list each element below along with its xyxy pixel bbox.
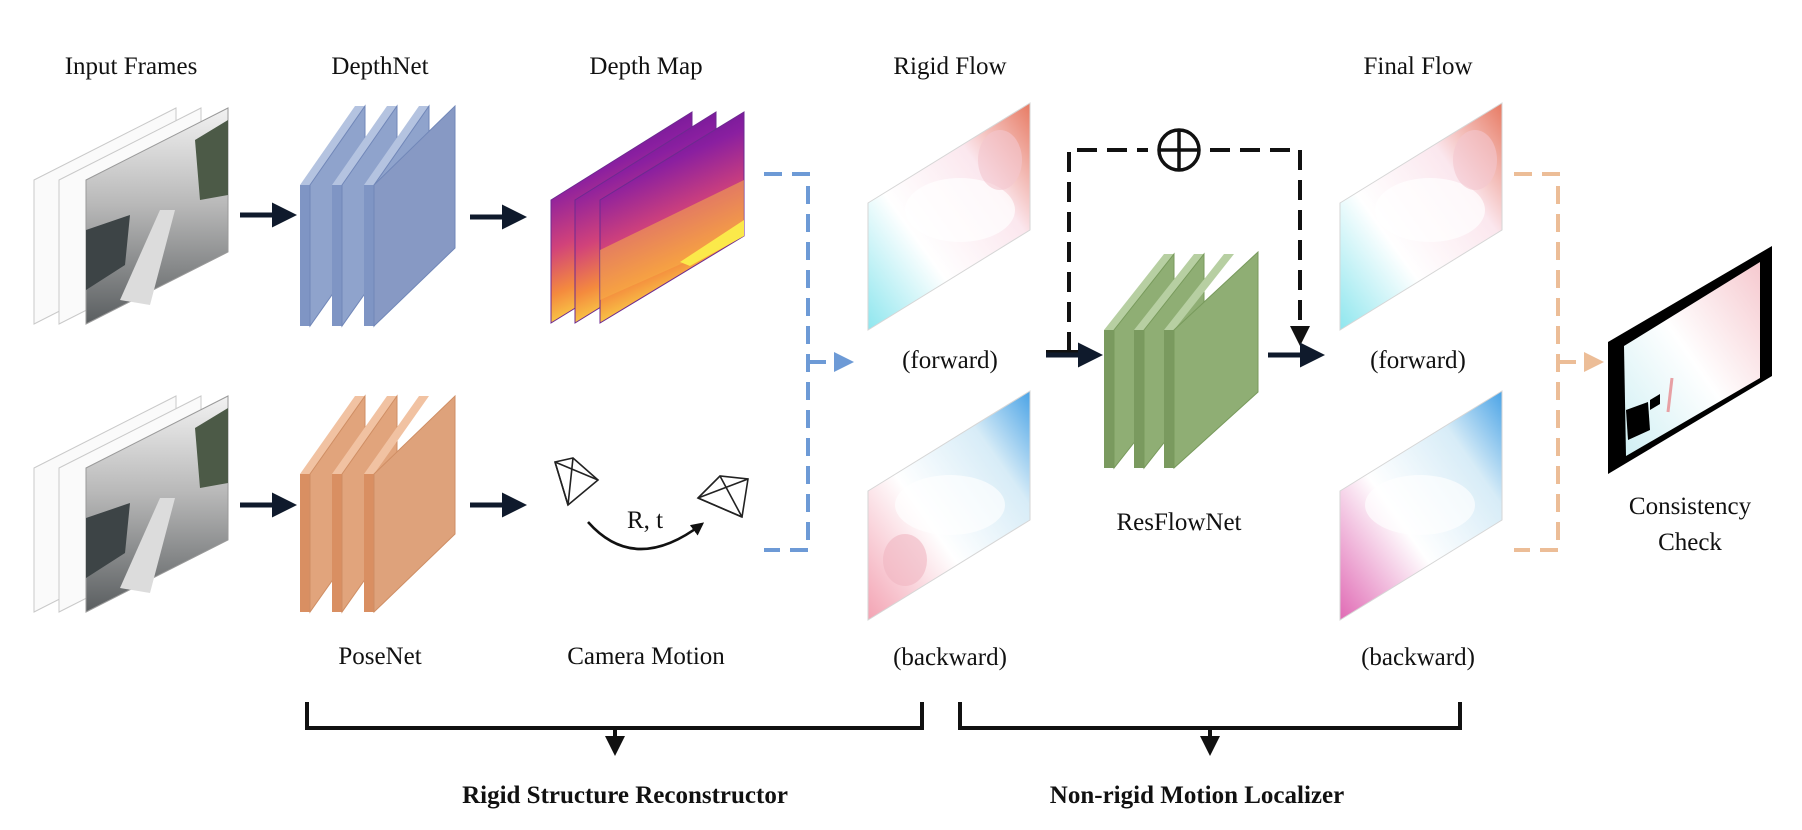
final-flow-forward-label: (forward) <box>1370 347 1466 374</box>
camera-motion-label: Camera Motion <box>567 643 725 670</box>
group-label-rigid-structure: Rigid Structure Reconstructor <box>462 782 788 809</box>
rigid-flow-title: Rigid Flow <box>893 53 1006 80</box>
final-flow-forward-image <box>1339 102 1503 331</box>
consistency-mask-image <box>1608 246 1772 474</box>
final-flow-backward-label: (backward) <box>1361 644 1475 671</box>
depth-map-title: Depth Map <box>589 53 702 80</box>
depthnet-block <box>300 104 456 328</box>
resflownet-label: ResFlowNet <box>1117 509 1242 536</box>
rigid-flow-forward-image <box>867 102 1031 331</box>
final-flow-backward-image <box>1339 390 1503 621</box>
resflownet-block <box>1104 250 1259 470</box>
input-frames-title: Input Frames <box>65 53 198 80</box>
camera-motion-graphic <box>553 457 749 551</box>
consistency-label-line2: Check <box>1658 529 1722 556</box>
group-label-nonrigid-motion: Non-rigid Motion Localizer <box>1050 782 1344 809</box>
rigid-flow-forward-label: (forward) <box>902 347 998 374</box>
bracket-nonrigid-motion <box>958 702 1462 756</box>
input-frames-bottom <box>33 395 229 613</box>
input-frames-top <box>33 107 229 325</box>
depthnet-title: DepthNet <box>331 53 428 80</box>
pose-symbol: R, t <box>627 507 663 534</box>
orange-dashed-connector <box>1514 172 1604 552</box>
posenet-label: PoseNet <box>338 643 421 670</box>
posenet-block <box>300 394 456 614</box>
bracket-rigid-structure <box>305 702 924 756</box>
consistency-label-line1: Consistency <box>1629 493 1752 520</box>
blue-dashed-connector <box>764 172 854 552</box>
depth-map-stack <box>550 111 745 324</box>
rigid-flow-backward-image <box>867 390 1031 621</box>
final-flow-title: Final Flow <box>1363 53 1472 80</box>
rigid-flow-backward-label: (backward) <box>893 644 1007 671</box>
add-operator <box>1157 128 1201 172</box>
